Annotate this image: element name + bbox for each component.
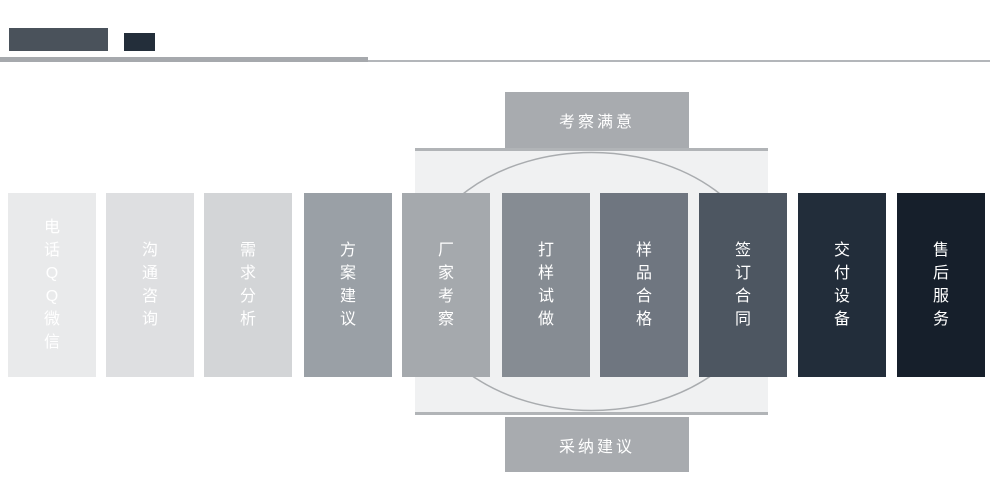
step-char: Q [45,265,59,282]
step-char: 试 [537,288,554,305]
step-char: 打 [537,242,554,259]
step-char: 考 [437,288,454,305]
banner-bottom: 采纳建议 [505,417,689,472]
step-char: 求 [239,265,256,282]
step-char: 需 [239,242,256,259]
step-char: 方 [339,242,356,259]
step-char: 信 [43,334,60,351]
step-char: 订 [734,265,751,282]
step-column-10: 售后服务 [897,193,985,377]
step-char: 务 [932,311,949,328]
step-char: Q [45,288,59,305]
step-char: 合 [734,288,751,305]
step-char: 格 [635,311,652,328]
step-char: 备 [833,311,850,328]
header-rule-left [0,57,368,62]
step-column-9: 交付设备 [798,193,886,377]
step-char: 做 [537,311,554,328]
step-char: 建 [339,288,356,305]
title-bar-secondary [124,33,155,51]
step-char: 析 [239,311,256,328]
step-column-3: 需求分析 [204,193,292,377]
step-char: 议 [339,311,356,328]
banner-top: 考察满意 [505,92,689,148]
step-char: 签 [734,242,751,259]
step-column-4: 方案建议 [304,193,392,377]
step-char: 咨 [141,288,158,305]
step-column-8: 签订合同 [699,193,787,377]
title-bar-primary [9,28,108,51]
step-char: 沟 [141,242,158,259]
step-char: 话 [43,242,60,259]
banner-top-label: 考察满意 [558,114,635,131]
step-char: 后 [932,265,949,282]
step-char: 同 [734,311,751,328]
step-char: 询 [141,311,158,328]
step-column-2: 沟通咨询 [106,193,194,377]
step-char: 合 [635,288,652,305]
step-column-6: 打样试做 [502,193,590,377]
step-char: 付 [833,265,850,282]
step-char: 设 [833,288,850,305]
step-char: 微 [43,311,60,328]
step-char: 电 [43,219,60,236]
step-char: 察 [437,311,454,328]
header-rule-right [368,60,990,62]
step-char: 案 [339,265,356,282]
step-char: 厂 [437,242,454,259]
step-char: 交 [833,242,850,259]
banner-bottom-label: 采纳建议 [558,438,635,456]
step-char: 通 [141,265,158,282]
step-char: 售 [932,242,949,259]
step-char: 服 [932,288,949,305]
step-column-7: 样品合格 [600,193,688,377]
step-char: 家 [437,265,454,282]
step-char: 样 [537,265,554,282]
step-char: 分 [239,288,256,305]
step-char: 品 [635,265,652,282]
step-char: 样 [635,242,652,259]
step-column-5: 厂家考察 [402,193,490,377]
